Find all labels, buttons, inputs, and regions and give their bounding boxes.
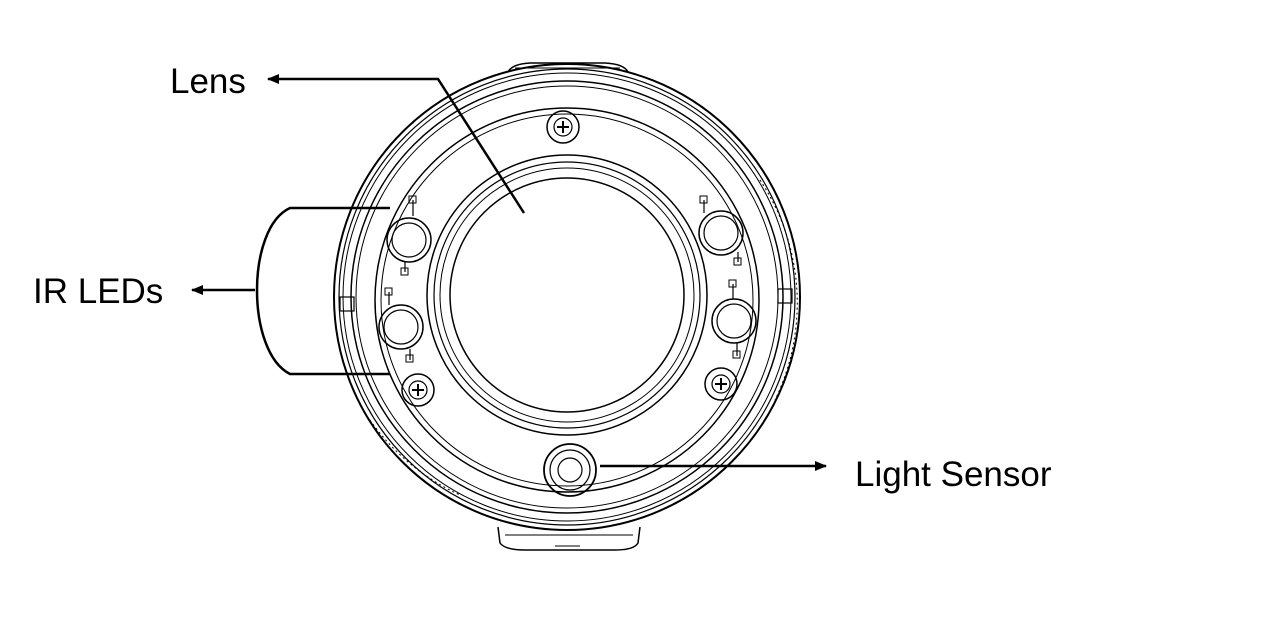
lens	[449, 177, 685, 413]
lens-label: Lens	[170, 62, 246, 101]
faceplate-ring	[374, 107, 760, 493]
lens-bezel	[426, 154, 708, 436]
ir-led-bottom-left	[378, 287, 424, 363]
left-notch	[339, 296, 355, 312]
light-sensor-label: Light Sensor	[855, 455, 1052, 494]
ir-led-top-right	[698, 195, 744, 266]
light-sensor	[543, 443, 597, 497]
screw-top	[546, 110, 580, 144]
bottom-tab	[497, 526, 641, 551]
top-tab	[507, 62, 629, 73]
callouts	[191, 74, 827, 471]
screw-right	[704, 367, 738, 401]
screw-left	[401, 373, 435, 407]
camera-body	[333, 62, 801, 551]
ir-led-top-left	[386, 195, 432, 276]
ir-leds-label: IR LEDs	[33, 272, 164, 311]
right-notch	[777, 288, 793, 304]
ir-led-bottom-right	[711, 279, 757, 359]
outer-housing-ring	[333, 63, 801, 531]
ir-leds-bracket	[255, 206, 390, 376]
lens-leader-line	[267, 74, 526, 214]
